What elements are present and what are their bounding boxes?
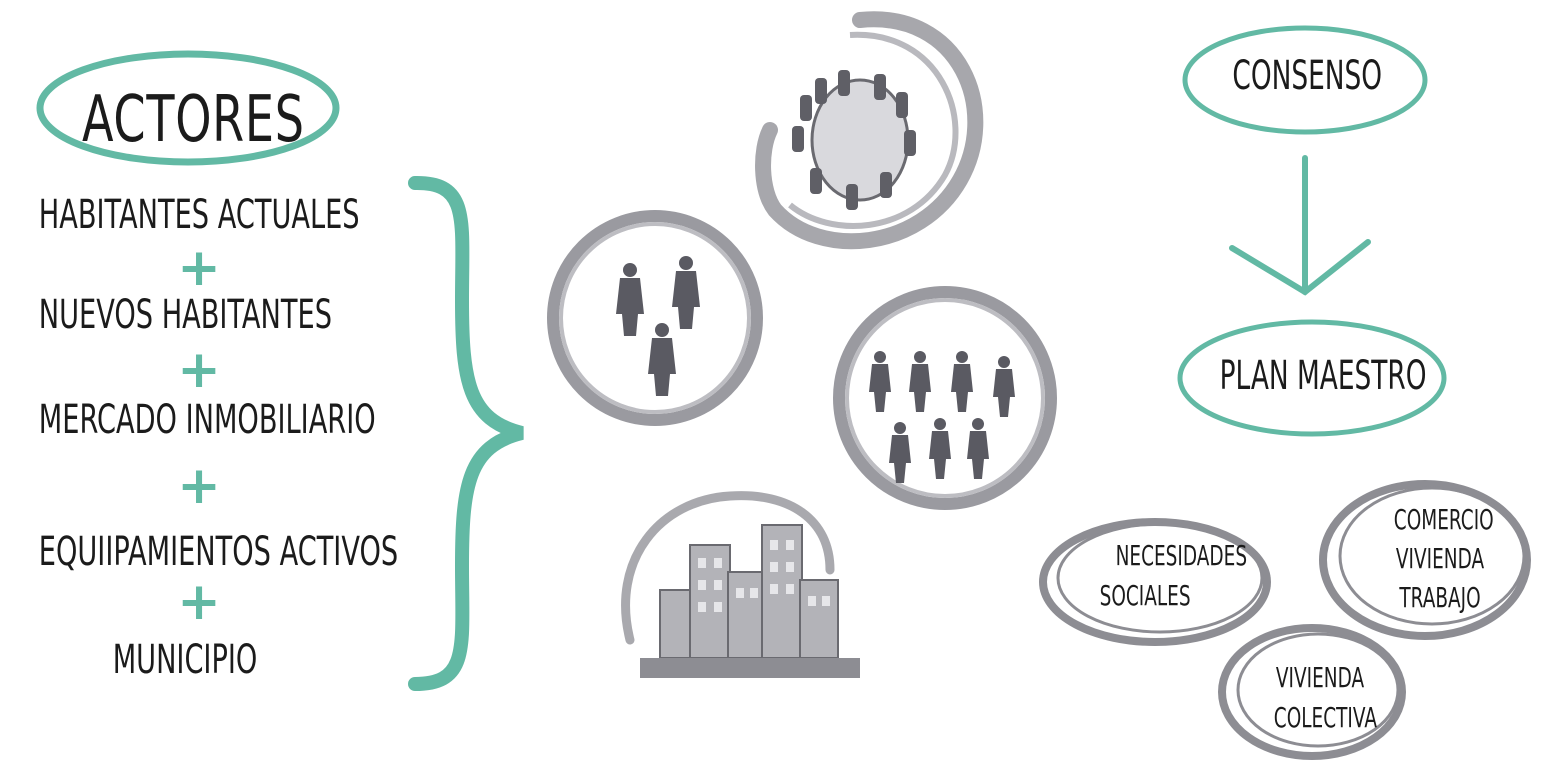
actores-title: ACTORES <box>82 88 298 152</box>
roundtable-sketch <box>763 19 975 241</box>
outcome-social-line1: NECESIDADES <box>1116 540 1235 571</box>
plan-maestro-label: PLAN MAESTRO <box>1220 356 1405 396</box>
outcome-mixed-line1: COMERCIO <box>1394 504 1486 535</box>
outcome-mixed-line3: TRABAJO <box>1394 582 1486 613</box>
actor-item-1: HABITANTES ACTUALES <box>39 195 331 235</box>
plus-icon: + <box>174 242 224 294</box>
actor-item-2: NUEVOS HABITANTES <box>39 295 331 335</box>
buildings-sketch <box>626 496 860 678</box>
actor-item-3: MERCADO INMOBILIARIO <box>39 400 331 440</box>
plus-icon: + <box>174 460 224 512</box>
plus-icon: + <box>174 344 224 396</box>
outcome-mixed-line2: VIVIENDA <box>1394 543 1486 574</box>
group-large-sketch <box>839 292 1051 504</box>
actor-item-5: MUNICIPIO <box>39 640 331 680</box>
plus-icon: + <box>174 576 224 628</box>
consenso-label: CONSENSO <box>1232 56 1377 96</box>
actor-item-4: EQUIIPAMIENTOS ACTIVOS <box>39 532 331 572</box>
down-arrow <box>1232 158 1368 292</box>
curly-brace <box>415 183 522 684</box>
outcome-social-line2: SOCIALES <box>1100 580 1219 611</box>
outcome-housing-line1: VIVIENDA <box>1274 662 1366 693</box>
group-small-sketch <box>553 216 757 420</box>
outcome-housing-line2: COLECTIVA <box>1274 702 1366 733</box>
